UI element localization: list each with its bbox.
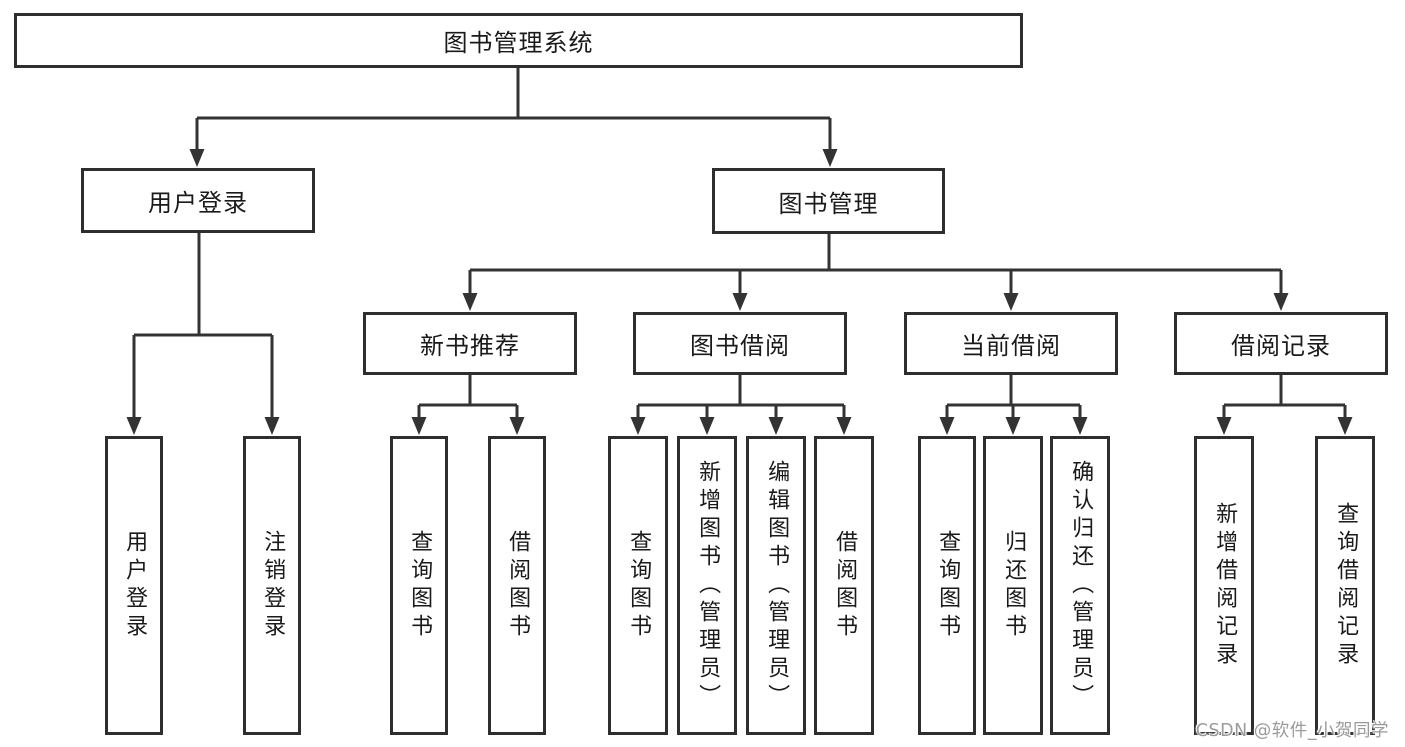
- leaf-query-book-borrow: 查询图书: [608, 436, 668, 735]
- leaf-label: 新增借阅记录: [1212, 501, 1238, 670]
- arrowhead: [189, 149, 205, 167]
- connector-new-book-children: [411, 375, 525, 435]
- connector-root-to-level2: [189, 68, 838, 167]
- arrowhead: [1216, 417, 1232, 435]
- node-label: 新书推荐: [420, 332, 520, 360]
- leaf-label: 借阅图书: [505, 529, 531, 642]
- leaf-logout: 注销登录: [243, 436, 301, 735]
- arrowhead: [699, 417, 715, 435]
- leaf-label: 用户登录: [122, 529, 148, 642]
- node-label: 当前借阅: [961, 332, 1061, 360]
- node-book-borrow: 图书借阅: [633, 312, 847, 375]
- arrowhead: [1273, 293, 1289, 311]
- node-label: 图书管理系统: [443, 29, 594, 57]
- arrowhead: [630, 417, 646, 435]
- leaf-borrow-book-newbook: 借阅图书: [488, 436, 546, 735]
- node-label: 图书管理: [778, 189, 879, 218]
- leaf-label: 编辑图书（管理员）: [764, 459, 790, 712]
- connector-current-borrow-children: [939, 375, 1088, 435]
- leaf-confirm-return-admin: 确认归还（管理员）: [1050, 436, 1110, 735]
- arrowhead: [462, 293, 478, 311]
- connector-book-borrow-children: [630, 375, 852, 435]
- leaf-label: 新增图书（管理员）: [695, 459, 721, 712]
- arrowhead: [768, 417, 784, 435]
- csdn-watermark: CSDN @软件_小贺同学: [1195, 721, 1389, 741]
- arrowhead: [126, 417, 142, 435]
- arrowhead: [836, 417, 852, 435]
- arrowhead: [732, 293, 748, 311]
- leaf-user-login: 用户登录: [105, 436, 163, 735]
- node-label: 用户登录: [148, 189, 248, 217]
- connector-book-mgmt-to-level3: [462, 234, 1289, 311]
- arrowhead: [411, 417, 427, 435]
- leaf-label: 查询借阅记录: [1333, 501, 1359, 670]
- node-label: 图书借阅: [690, 332, 790, 360]
- leaf-query-book-current: 查询图书: [918, 436, 976, 735]
- arrowhead: [1003, 293, 1019, 311]
- leaf-label: 注销登录: [260, 529, 286, 642]
- leaf-label: 归还图书: [1001, 529, 1027, 642]
- arrowhead: [509, 417, 525, 435]
- arrowhead: [1072, 417, 1088, 435]
- leaf-query-book-newbook: 查询图书: [390, 436, 448, 735]
- connector-borrow-record-children: [1216, 375, 1353, 435]
- arrowhead: [1005, 417, 1021, 435]
- leaf-label: 查询图书: [407, 529, 433, 642]
- node-label: 借阅记录: [1231, 332, 1331, 360]
- leaf-borrow-book: 借阅图书: [814, 436, 874, 735]
- leaf-label: 借阅图书: [832, 529, 858, 642]
- arrowhead: [822, 149, 838, 167]
- leaf-label: 查询图书: [626, 529, 652, 642]
- leaf-edit-book-admin: 编辑图书（管理员）: [746, 436, 806, 735]
- node-root-library-system: 图书管理系统: [14, 13, 1023, 68]
- node-book-management: 图书管理: [712, 168, 945, 234]
- connector-user-login-children: [126, 233, 280, 435]
- leaf-add-borrow-record: 新增借阅记录: [1194, 436, 1254, 735]
- arrowhead: [939, 417, 955, 435]
- node-borrow-record: 借阅记录: [1174, 312, 1388, 375]
- leaf-query-borrow-record: 查询借阅记录: [1315, 436, 1375, 735]
- node-new-book-recommend: 新书推荐: [363, 312, 577, 375]
- node-user-login: 用户登录: [81, 168, 315, 233]
- node-current-borrow: 当前借阅: [904, 312, 1118, 375]
- arrowhead: [1337, 417, 1353, 435]
- leaf-label: 查询图书: [935, 529, 961, 642]
- leaf-add-book-admin: 新增图书（管理员）: [677, 436, 737, 735]
- arrowhead: [264, 417, 280, 435]
- leaf-return-book: 归还图书: [983, 436, 1043, 735]
- leaf-label: 确认归还（管理员）: [1068, 459, 1094, 712]
